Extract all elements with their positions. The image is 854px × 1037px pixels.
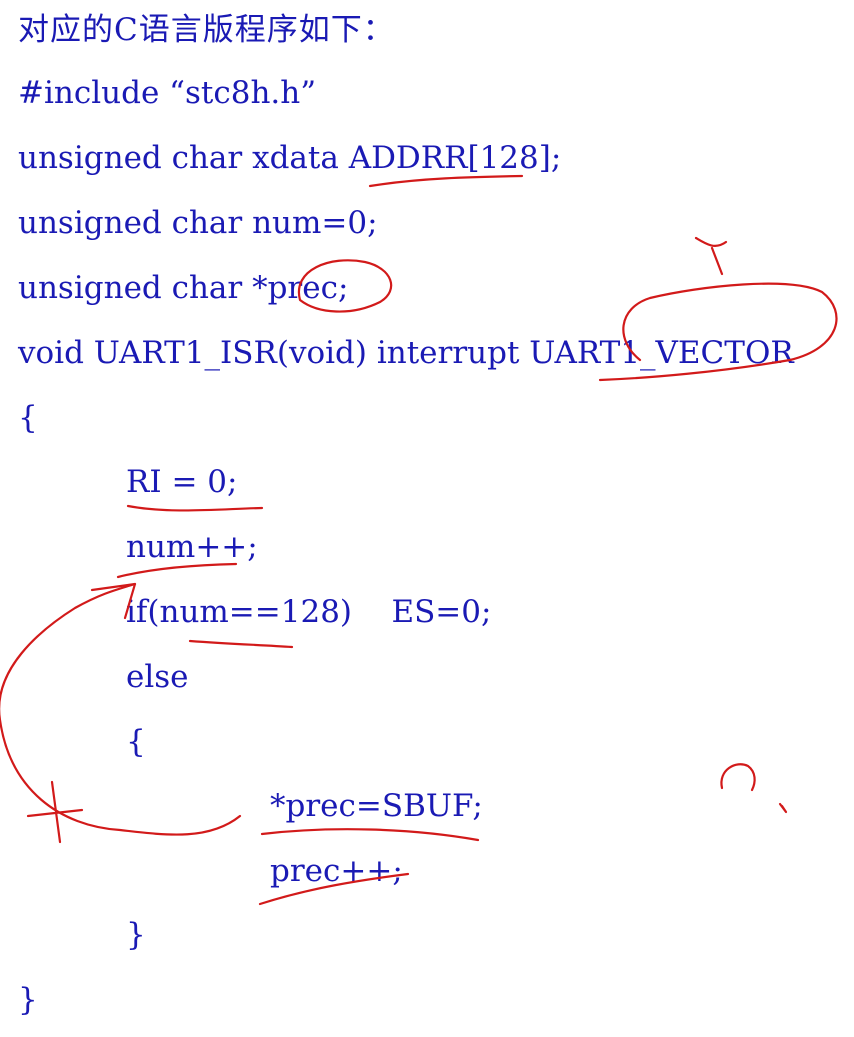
code-line-if: if(num==128) ES=0; [126,594,492,630]
cross-mark [26,780,84,844]
tiny-tick-mark [778,802,788,814]
code-line-close-brace: } [18,982,38,1018]
code-line-else: else [126,659,189,695]
code-line-store-sbuf: *prec=SBUF; [270,788,483,824]
small-arc-mark [720,763,756,792]
heading: 对应的C语言版程序如下： [18,12,395,48]
code-line-prec-decl: unsigned char *prec; [18,270,349,306]
code-line-open-brace: { [18,400,38,436]
code-line-ri-clear: RI = 0; [126,464,238,500]
code-line-num-inc: num++; [126,529,258,565]
mark-x-top [694,236,728,276]
underline-num128 [188,639,294,649]
underline-sbuf [260,828,480,842]
underline-ri [126,504,264,512]
code-line-isr-signature: void UART1_ISR(void) interrupt UART1_VEC… [18,335,794,371]
code-line-inner-close: } [126,917,146,953]
code-line-include: #include “stc8h.h” [18,75,317,111]
code-line-inner-open: { [126,724,146,760]
code-line-addrr-decl: unsigned char xdata ADDRR[128]; [18,140,562,176]
code-line-prec-inc: prec++; [270,853,403,889]
code-line-num-decl: unsigned char num=0; [18,205,378,241]
